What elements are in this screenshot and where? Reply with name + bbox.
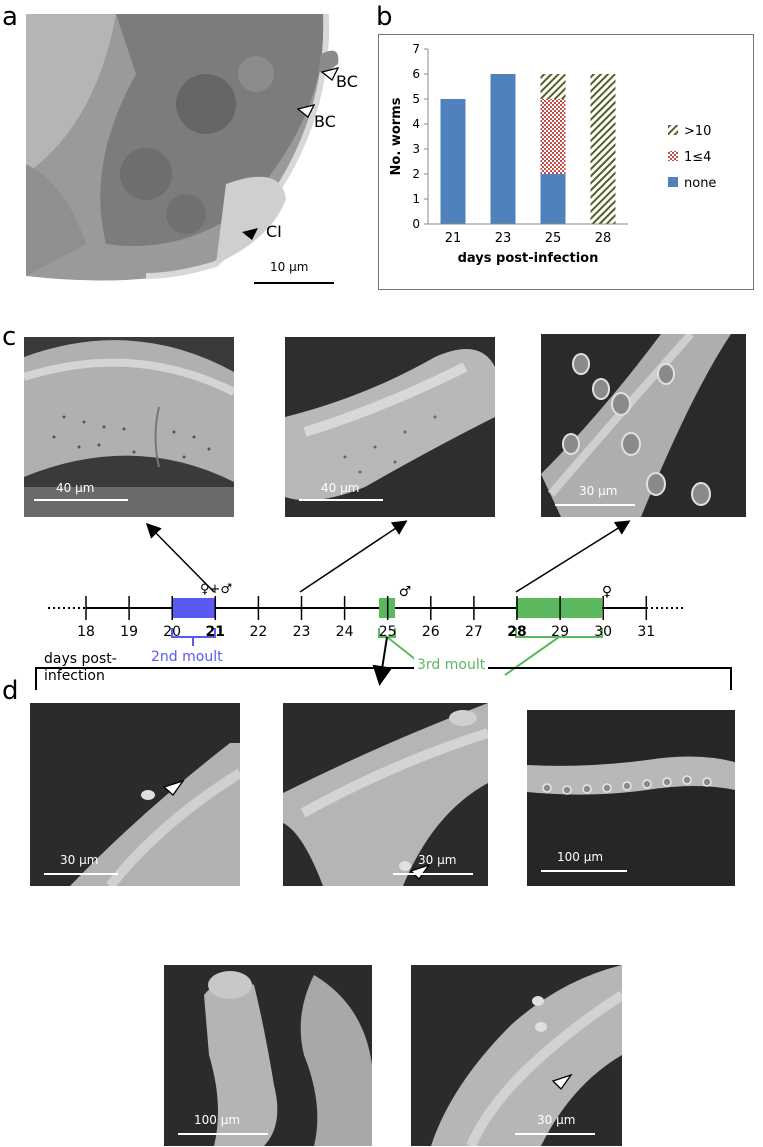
ci-label: CI [266,222,282,241]
panel-d-bracket [35,667,732,690]
legend-swatch-none [668,177,678,187]
symbol-female-30: ♀ [601,584,613,600]
x-axis-label: days post-infection [458,251,599,266]
moult3-bar-late [516,598,602,618]
y-tick-label: 2 [412,167,420,181]
bc-label-1: BC [336,72,358,91]
panel-a-scale-label: 10 μm [270,260,309,274]
y-tick-label: 4 [412,117,420,131]
panel-d-sem-1: 30 μm [30,703,240,886]
panel-d4-scale-label: 100 μm [194,1113,241,1127]
bar-1≤4-25 [540,99,566,174]
panel-d5-scale-bar [515,1133,595,1135]
timeline-day-label: 24 [335,624,354,640]
panel-d2-scale-label: 30 μm [418,853,457,867]
timeline-day-label: 21 [205,624,226,640]
y-tick-label: 0 [412,217,420,231]
symbol-male-25: ♂ [398,584,412,600]
moult2-bar [172,598,215,618]
panel-b-letter: b [376,2,393,32]
panel-a-tem-image: BC BC CI [26,14,360,296]
y-tick-label: 1 [412,192,420,206]
legend-label: none [684,176,716,191]
arrow-to-d [372,636,393,686]
legend-label: >10 [684,124,711,139]
x-tick-label: 28 [595,231,612,246]
moult3-label: 3rd moult [414,657,489,673]
symbol-female-male-21: ♀+♂ [200,582,233,597]
timeline [35,520,732,690]
panel-c3-scale-bar [555,504,635,506]
x-tick-label: 25 [545,231,562,246]
panel-d3-scale-bar [541,870,627,872]
x-tick-label: 23 [495,231,512,246]
panel-d-sem-5: 30 μm [411,965,622,1146]
timeline-day-label: 25 [378,624,397,640]
panel-d-sem-2: 30 μm [283,703,488,886]
bar-none-23 [490,74,516,224]
timeline-day-label: 28 [507,624,527,640]
arrow-to-c2 [299,520,408,593]
timeline-day-label: 19 [120,624,138,640]
panel-d2-scale-bar [393,873,473,875]
bar-none-21 [440,99,466,224]
panel-d-letter: d [2,676,19,706]
x-tick-label: 21 [445,231,462,246]
y-tick-label: 3 [412,142,420,156]
panel-d-sem-3: 100 μm [527,710,735,886]
y-tick-label: 5 [412,92,420,106]
panel-c3-scale-label: 30 μm [579,484,618,498]
panel-c-sem-day23: 40 μm [285,337,495,517]
panel-d5-scale-label: 30 μm [537,1113,576,1127]
moult2-label: 2nd moult [151,649,223,665]
panel-c-sem-day28: 30 μm [541,334,746,517]
y-tick-label: 6 [412,67,420,81]
panel-d-sem-4: 100 μm [164,965,372,1146]
legend-swatch-1≤4 [668,151,678,161]
timeline-day-label: 20 [163,624,182,640]
timeline-day-label: 23 [292,624,311,640]
y-axis-label: No. worms [389,97,404,175]
panel-c-sem-day21: 40 μm [24,337,234,517]
panel-d3-scale-label: 100 μm [557,850,604,864]
timeline-day-label: 27 [464,624,483,640]
timeline-day-label: 31 [637,624,656,640]
panel-d1-scale-bar [44,873,118,875]
panel-c2-scale-label: 40 μm [321,481,360,495]
timeline-day-label: 18 [77,624,95,640]
panel-c1-scale-label: 40 μm [56,481,95,495]
arrow-to-c1 [145,522,215,593]
timeline-day-label: 29 [551,624,569,640]
timeline-day-label: 26 [421,624,440,640]
timeline-day-label: 30 [594,624,613,640]
panel-d1-scale-label: 30 μm [60,853,99,867]
panel-c2-scale-bar [299,499,383,501]
legend-label: 1≤4 [684,150,711,165]
legend-swatch->10 [668,125,678,135]
timeline-day-label: 22 [249,624,268,640]
bar-none-25 [540,174,566,224]
panel-a-letter: a [2,2,18,32]
panel-a-scale-bar [254,282,334,284]
panel-c1-scale-bar [34,499,128,501]
bar->10-28 [590,74,616,224]
panel-c-letter: c [2,322,17,352]
bc-label-2: BC [314,112,336,131]
arrow-to-c3 [515,520,631,593]
y-tick-label: 7 [412,42,420,56]
timeline-axis-label: days post- infection [44,651,117,684]
bar->10-25 [540,74,566,99]
panel-d4-scale-bar [178,1133,268,1135]
